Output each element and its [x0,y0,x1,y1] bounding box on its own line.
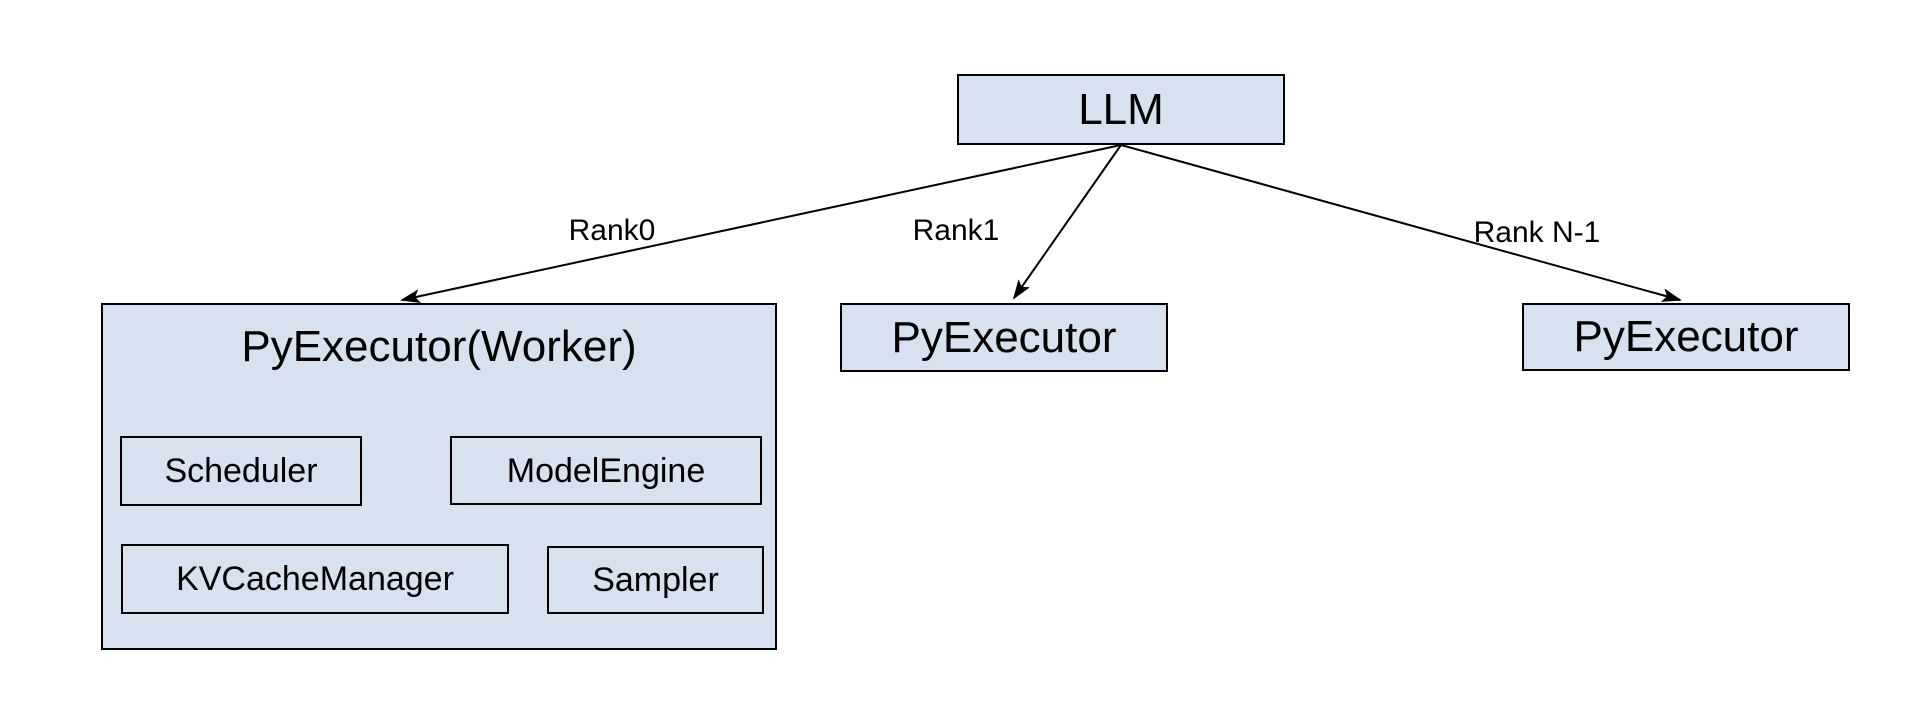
arrow-llm-to-worker [400,144,1122,304]
sampler-node: Sampler [547,546,764,614]
model-engine-label: ModelEngine [506,451,706,490]
kv-cache-manager-label: KVCacheManager [176,560,454,598]
llm-label: LLM [1078,84,1164,134]
pyexecutor-rankn-label: PyExecutor [1573,312,1799,361]
pyexecutor-worker-node: PyExecutor(Worker) Scheduler ModelEngine… [101,303,777,650]
sampler-label: Sampler [592,561,719,599]
model-engine-node: ModelEngine [450,436,762,505]
pyexecutor-rank1-label: PyExecutor [891,312,1117,362]
llm-node: LLM [957,74,1285,145]
pyexecutor-rank1-node: PyExecutor [840,303,1168,372]
arrow-llm-to-rank1-executor [1012,144,1122,300]
kv-cache-manager-node: KVCacheManager [121,544,509,614]
scheduler-label: Scheduler [164,452,318,490]
pyexecutor-worker-title: PyExecutor(Worker) [241,322,637,371]
edge-label-rank-n-1: Rank N-1 [1473,216,1601,249]
edge-label-rank0: Rank0 [568,214,656,247]
edge-label-rank1: Rank1 [912,214,1000,247]
pyexecutor-rankn-node: PyExecutor [1522,303,1850,371]
scheduler-node: Scheduler [120,436,362,506]
